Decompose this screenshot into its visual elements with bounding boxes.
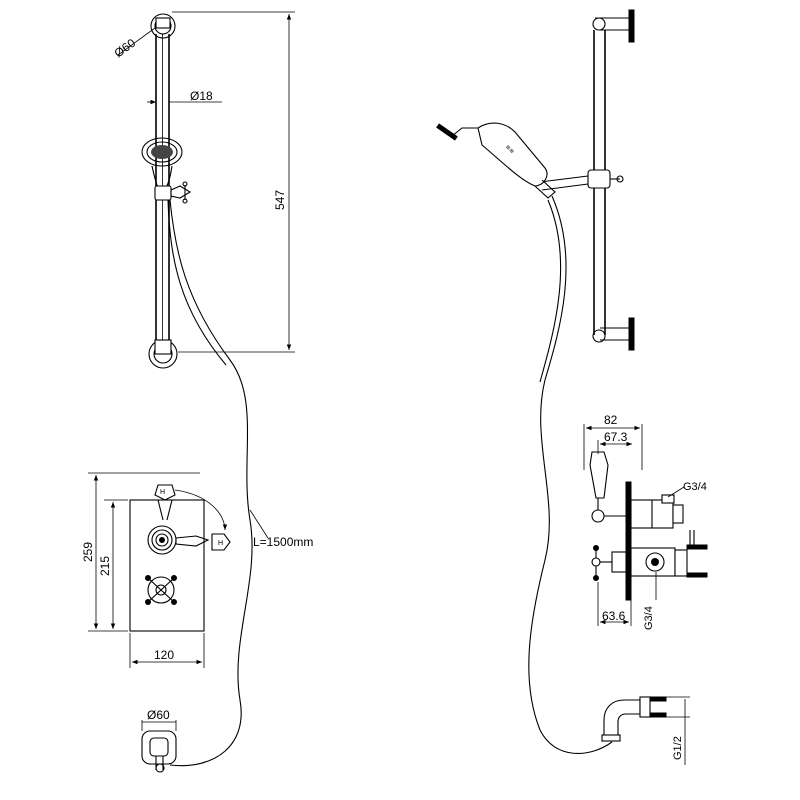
top-wall-bracket <box>150 13 176 39</box>
dim-outlet-diameter-label: Ø60 <box>147 708 170 722</box>
dim-plate-height-label: 259 <box>81 542 95 562</box>
side-rail-assembly: ≋≋ <box>436 9 635 754</box>
dim-rail-length-label: 547 <box>273 190 287 210</box>
valve-front: H H <box>129 484 231 632</box>
dim-handle-depth-label: 67.3 <box>604 430 628 444</box>
dim-plate-width: 120 <box>129 633 205 668</box>
dim-rail-length: 547 <box>172 11 295 353</box>
wall-outlet-front <box>141 730 177 773</box>
svg-text:≋≋: ≋≋ <box>504 144 515 155</box>
dim-inner-height: 215 <box>98 499 128 629</box>
dim-lower-depth: 63.6 <box>597 582 632 626</box>
dim-outlet-diameter: Ø60 <box>141 708 177 731</box>
dim-hose-length-label: L=1500mm <box>253 535 313 549</box>
shower-hose-side <box>528 195 613 754</box>
dim-elbow-thread-label: G1/2 <box>672 736 684 760</box>
shower-head-front <box>141 137 183 189</box>
svg-text:H: H <box>160 489 165 496</box>
dim-top-thread: G3/4 <box>667 481 707 498</box>
valve-side <box>589 451 708 601</box>
dim-plate-width-label: 120 <box>154 648 174 662</box>
valve-plate-outer <box>129 499 205 632</box>
valve-upper-lever: H <box>154 484 176 521</box>
hand-shower-side: ≋≋ <box>436 122 556 199</box>
shower-hose-front <box>169 199 253 767</box>
dim-handle-depth: 67.3 <box>597 430 632 454</box>
dim-rail-diameter: Ø18 <box>147 89 222 105</box>
dim-valve-depth-label: 82 <box>604 413 618 427</box>
dim-lower-thread-label: G3/4 <box>643 606 655 630</box>
dim-plate-height: 259 <box>81 472 200 632</box>
dim-top-bracket: Ø60 <box>112 27 156 61</box>
dim-top-bracket-label: Ø60 <box>112 36 139 61</box>
dim-lower-depth-label: 63.6 <box>602 609 626 623</box>
dim-lower-thread: G3/4 <box>643 572 657 630</box>
side-cross-handle <box>591 545 612 581</box>
valve-cross-handle <box>145 575 177 605</box>
slider-holder <box>154 181 192 204</box>
front-rail-assembly <box>141 13 253 767</box>
dim-inner-height-label: 215 <box>98 556 112 576</box>
dim-elbow-thread: G1/2 <box>666 696 690 765</box>
dim-rail-diameter-label: Ø18 <box>190 89 213 103</box>
dim-valve-depth: 82 <box>583 413 643 470</box>
dim-top-thread-label: G3/4 <box>683 481 707 493</box>
valve-diverter-dial: H <box>147 525 231 555</box>
wall-elbow-side <box>601 696 667 742</box>
dim-hose-length: L=1500mm <box>249 509 313 549</box>
svg-text:H: H <box>218 540 223 547</box>
bottom-wall-bracket <box>148 339 178 369</box>
